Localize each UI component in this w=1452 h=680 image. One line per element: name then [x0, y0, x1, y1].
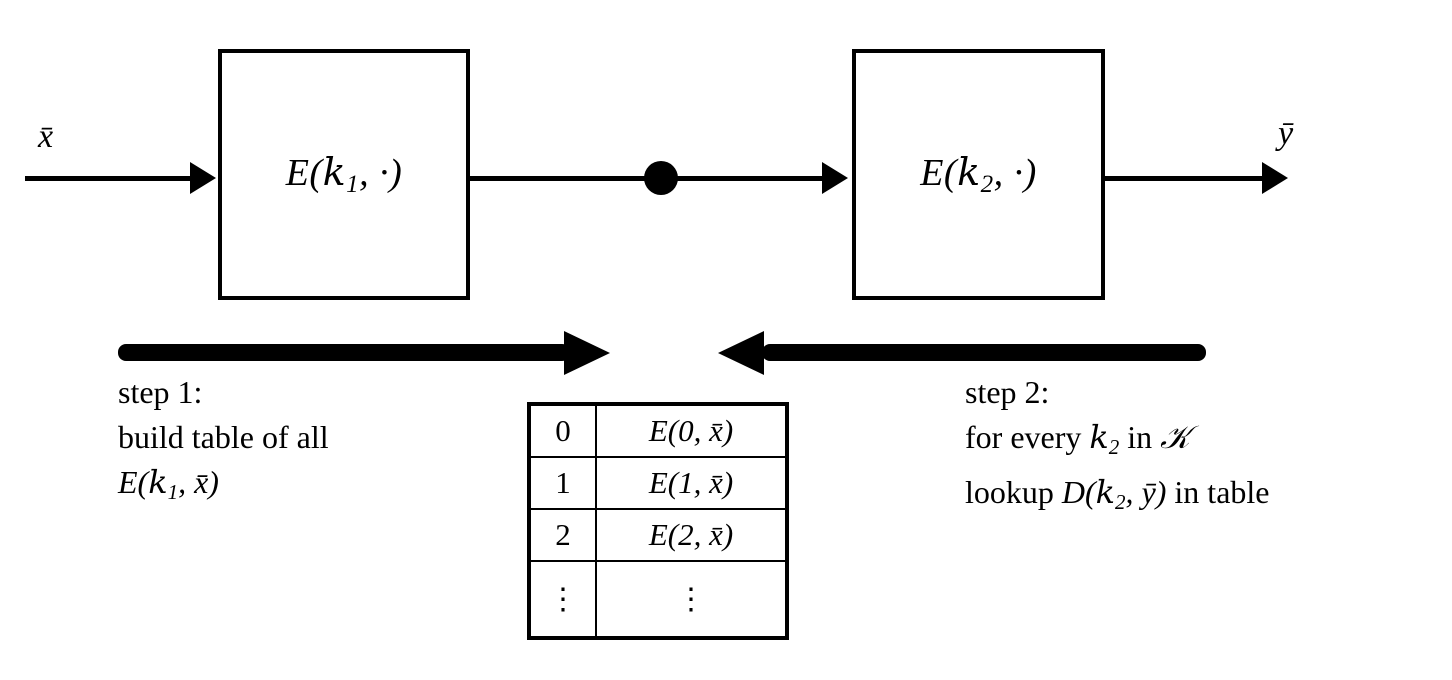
step2-line3: lookup D(k2, ȳ) in table	[965, 472, 1270, 514]
kappa-subscript-2: 2	[980, 171, 994, 198]
cipher-block-e-k1[interactable]: E(k1, ·)	[218, 49, 478, 308]
step2-kappa-glyph: k	[1089, 418, 1109, 456]
step2-decrypt-kappa-subscript: 2	[1115, 489, 1126, 514]
table-cell-key: 2	[528, 508, 597, 562]
step1-arrowhead-icon	[564, 331, 610, 375]
table-cell-value: E(1, x̄)	[595, 456, 788, 510]
table-row: 2 E(2, x̄)	[528, 508, 788, 562]
step2-line2: for every k2 in 𝒦	[965, 418, 1190, 459]
cipher-block-e-k1-label: E(k1, ·)	[285, 150, 403, 198]
table-cell-key: 0	[528, 403, 597, 458]
table-row: 0 E(0, x̄)	[528, 403, 788, 458]
step2-kappa-subscript: 2	[1108, 434, 1120, 459]
output-label-y-bar: ȳ	[1278, 115, 1294, 152]
kappa-subscript-1: 1	[346, 171, 360, 198]
step1-line2: build table of all	[118, 419, 329, 455]
step2-caption: step 2: for every k2 in 𝒦 lookup D(k2, ȳ…	[965, 370, 1269, 525]
box2-input-arrowhead-icon	[822, 162, 848, 194]
step1-caption: step 1: build table of all E(k1, x̄)	[118, 370, 329, 515]
table-cell-key-ellipsis: ⋮	[528, 560, 597, 639]
kappa-glyph-1: k	[322, 150, 347, 194]
table-row-ellipsis: ⋮ ⋮	[528, 560, 788, 639]
table-cell-value-ellipsis: ⋮	[595, 560, 788, 639]
precomputed-encryption-table: 0 E(0, x̄) 1 E(1, x̄) 2 E(2, x̄) ⋮ ⋮	[527, 402, 789, 640]
cipher-block-e-k2[interactable]: E(k2, ·)	[852, 49, 1113, 308]
step2-decrypt-kappa-glyph: k	[1095, 472, 1116, 511]
step2-arrow-bar	[762, 344, 1206, 361]
table-cell-value: E(0, x̄)	[595, 403, 788, 458]
kappa-glyph-2: k	[957, 150, 981, 194]
step1-arrow-bar	[118, 344, 570, 361]
step2-arrowhead-icon	[718, 331, 764, 375]
step1-line3: E(k1, x̄)	[118, 463, 219, 504]
step1-kappa-glyph: k	[148, 463, 168, 501]
keyspace-symbol: 𝒦	[1160, 418, 1190, 456]
output-arrowhead-icon	[1262, 162, 1288, 194]
step1-line1: step 1:	[118, 374, 203, 410]
cipher-block-e-k2-label: E(k2, ·)	[920, 150, 1037, 198]
table-cell-key: 1	[528, 456, 597, 510]
output-wire	[1105, 176, 1269, 181]
table-cell-value: E(2, x̄)	[595, 508, 788, 562]
input-label-x-bar: x̄	[38, 118, 54, 155]
input-arrowhead-icon	[190, 162, 216, 194]
table-row: 1 E(1, x̄)	[528, 456, 788, 510]
step2-line1: step 2:	[965, 374, 1050, 410]
junction-dot-icon	[644, 161, 678, 195]
input-wire	[25, 176, 193, 181]
step1-kappa-subscript: 1	[167, 479, 179, 504]
